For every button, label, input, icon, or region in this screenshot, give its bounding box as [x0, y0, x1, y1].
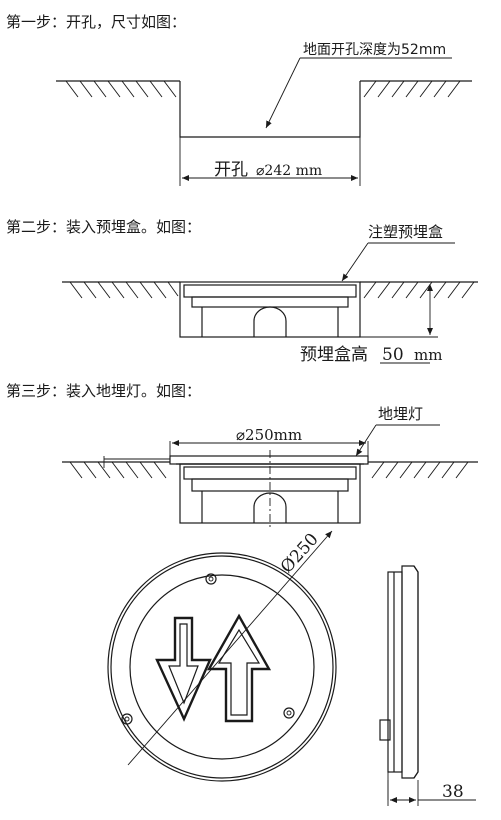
step1-title: 第一步：开孔，尺寸如图：	[6, 13, 186, 31]
box-height-unit: mm	[414, 346, 442, 364]
step3-ground-section	[62, 424, 478, 530]
hole-label-prefix: 开孔	[214, 160, 248, 180]
step3-title: 第三步：装入地埋灯。如图：	[6, 382, 201, 400]
underground-lamp-label: 地埋灯	[378, 405, 423, 423]
lamp-front-view	[107, 530, 337, 782]
embedded-box-label: 注塑预埋盒	[368, 223, 443, 241]
screw-icon	[283, 707, 295, 719]
depth-label: 地面开孔深度为52mm	[303, 42, 446, 58]
hole-diameter-value: ⌀242 mm	[256, 163, 322, 179]
step2-ground-section	[62, 242, 478, 364]
screw-icon	[205, 573, 217, 585]
step1-ground-section	[56, 57, 472, 186]
lamp-side-view	[379, 565, 476, 806]
product-diameter-label: Ø250	[277, 529, 323, 577]
box-height-prefix: 预埋盒高	[300, 345, 368, 365]
product-thickness-label: 38	[442, 782, 464, 802]
lamp-diameter-label: ⌀250mm	[236, 426, 302, 444]
arrow-up-icon	[206, 613, 272, 723]
step2-title: 第二步：装入预埋盒。如图：	[6, 218, 201, 236]
screw-icon	[121, 713, 133, 725]
arrow-down-icon	[155, 616, 212, 722]
box-height-value: 50	[382, 345, 404, 365]
